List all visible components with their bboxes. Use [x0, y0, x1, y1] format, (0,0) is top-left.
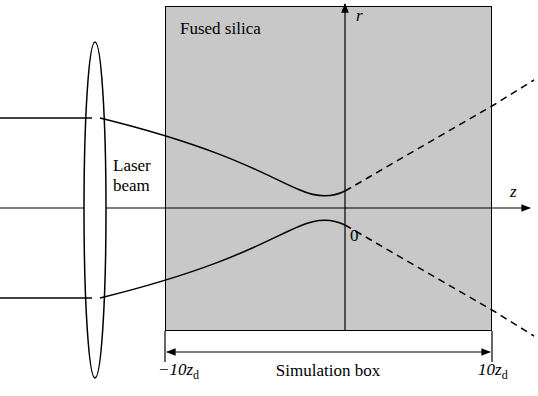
beam-label: Laser beam: [113, 156, 163, 195]
dimension-arrow: [167, 351, 490, 352]
beam-dashed: [345, 80, 534, 191]
r-axis: [344, 4, 345, 331]
beam-in: [0, 117, 92, 119]
lens: [84, 42, 106, 378]
subscript: d: [502, 368, 508, 382]
beam-profile: [100, 220, 345, 298]
material-region: Fused silica: [165, 6, 492, 331]
dimension-end-label: 10zd: [478, 360, 508, 383]
region-label: Fused silica: [180, 19, 491, 39]
axis-label: z: [510, 182, 517, 202]
dimension-tick: [491, 331, 492, 362]
axis-label: r: [356, 6, 363, 26]
beam-profile: [100, 118, 345, 196]
subscript: d: [193, 368, 199, 382]
origin-label: 0: [350, 226, 359, 246]
z-axis: [0, 207, 530, 208]
dimension-end-label: −10zd: [158, 360, 199, 383]
dimension-value: 10z: [478, 360, 502, 379]
dimension-tick: [164, 331, 165, 362]
dimension-value: −10z: [158, 360, 193, 379]
dimension-label: Simulation box: [274, 361, 382, 381]
beam-dashed: [345, 225, 534, 336]
beam-in: [0, 297, 92, 299]
